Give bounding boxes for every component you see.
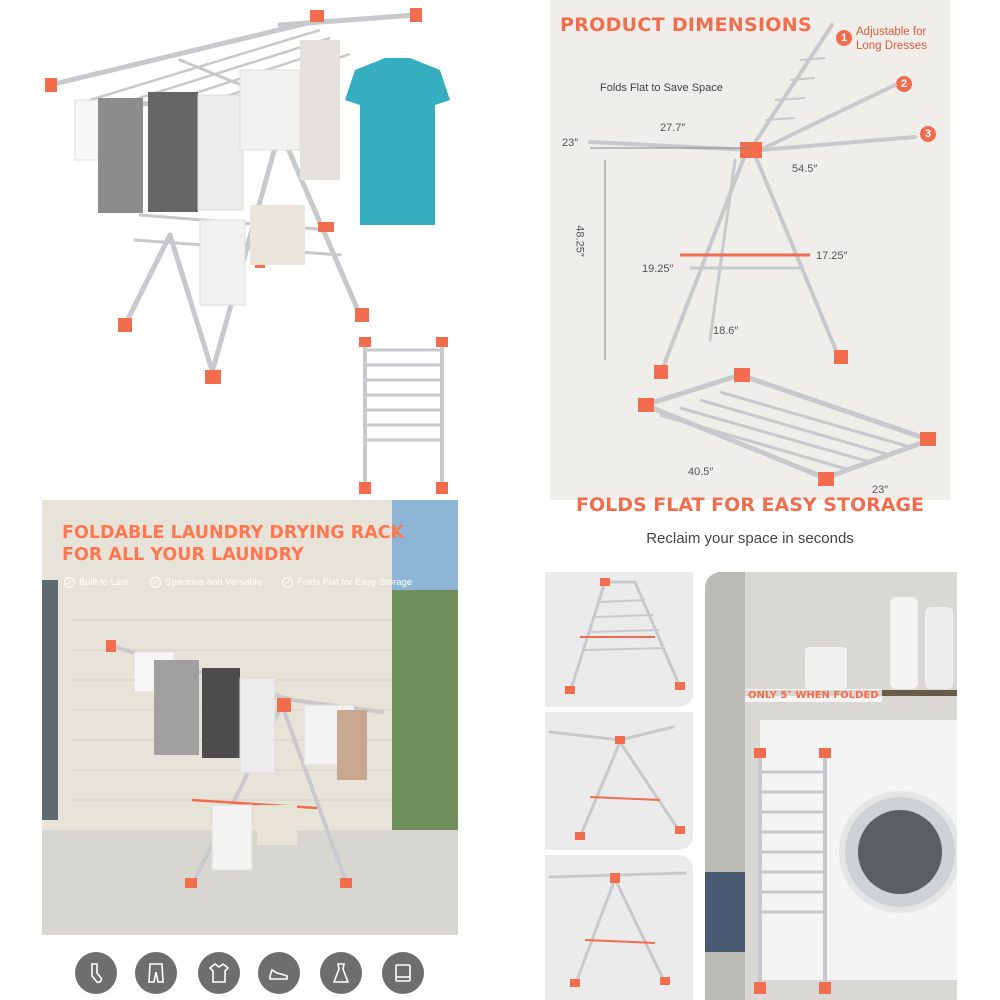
callout-text-1: Adjustable for Long Dresses (856, 26, 927, 52)
check-icon: ✓ (64, 577, 75, 588)
patio-scene-image (42, 500, 458, 935)
rack-fully-open-image (545, 855, 693, 1000)
check-icon: ✓ (282, 577, 293, 588)
lifestyle-title: FOLDABLE LAUNDRY DRYING RACK FOR ALL YOU… (62, 522, 404, 566)
socks-icon (75, 952, 117, 994)
fold-note: Folds Flat to Save Space (600, 82, 723, 94)
dim-width-top: 27.7″ (660, 122, 686, 134)
lifestyle-title-line1: FOLDABLE LAUNDRY DRYING RACK (62, 523, 405, 543)
dim-wing-span: 54.5″ (792, 163, 818, 175)
folded-width-badge: ONLY 5″ WHEN FOLDED (745, 689, 882, 702)
product-photo-panel (30, 0, 500, 500)
shoe-icon (258, 952, 300, 994)
check-icon: ✓ (150, 577, 161, 588)
dress-icon (320, 952, 362, 994)
dim-base: 18.6″ (713, 325, 739, 337)
callout-badge-2: 2 (896, 76, 912, 92)
feature-label: Folds Flat for Easy Storage (297, 577, 413, 588)
laundry-room-image: ONLY 5″ WHEN FOLDED (705, 572, 957, 1000)
rack-half-open-image (545, 712, 693, 850)
feature-label: Built to Last (79, 577, 129, 588)
folded-rack-flat-image (637, 368, 938, 486)
dimension-diagram (588, 23, 938, 486)
shirt-icon (198, 952, 240, 994)
rack-a-frame-image (545, 572, 693, 707)
feature-built-to-last: ✓ Built to Last (64, 577, 129, 588)
feature-label: Spacious and Versatile (165, 577, 262, 588)
towel-icon (382, 952, 424, 994)
storage-subtitle: Reclaim your space in seconds (646, 530, 854, 547)
dimensions-panel: PRODUCT DIMENSIONS 1 Adjustable for Long… (550, 0, 950, 500)
dim-folded-width: 23″ (872, 484, 889, 496)
feature-folds-flat: ✓ Folds Flat for Easy Storage (282, 577, 412, 588)
lifestyle-panel: FOLDABLE LAUNDRY DRYING RACK FOR ALL YOU… (42, 500, 458, 935)
folded-rack-image (358, 335, 450, 495)
drying-rack-with-clothes-image (45, 8, 450, 495)
dim-height: 48.25″ (573, 225, 586, 257)
dim-shelf-left: 19.25″ (642, 263, 674, 275)
callout-badge-3: 3 (920, 126, 936, 142)
dim-depth-left: 23″ (562, 137, 579, 149)
storage-title: FOLDS FLAT FOR EASY STORAGE (575, 494, 925, 516)
lifestyle-title-line2: FOR ALL YOUR LAUNDRY (62, 545, 304, 565)
dimensions-title: PRODUCT DIMENSIONS (560, 14, 812, 36)
dim-shelf-right: 17.25″ (816, 250, 848, 262)
callout-badge-1: 1 (836, 30, 852, 46)
pants-icon (135, 952, 177, 994)
feature-spacious: ✓ Spacious and Versatile (150, 577, 262, 588)
dim-folded-length: 40.5″ (688, 466, 714, 478)
